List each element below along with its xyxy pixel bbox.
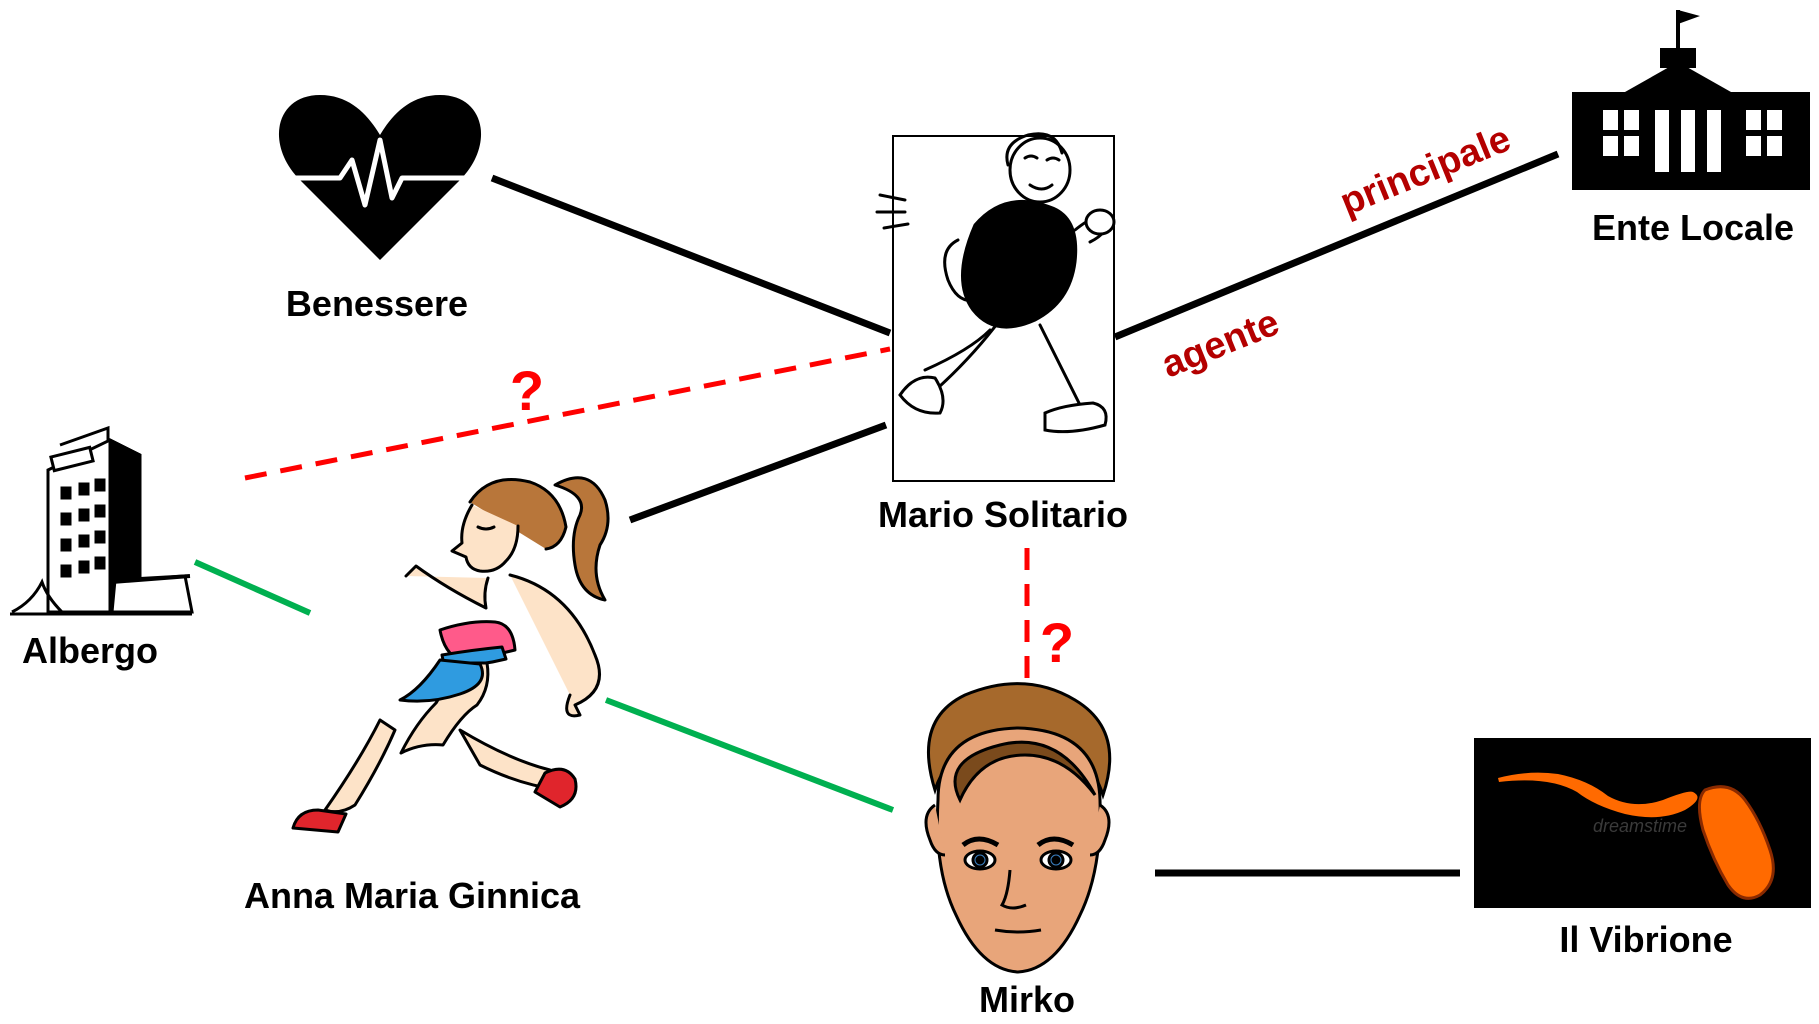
pulse-line	[293, 137, 468, 208]
runner-man-icon	[875, 132, 1116, 434]
label-ente-locale: Ente Locale	[1592, 207, 1794, 248]
bacterium-icon	[1498, 772, 1775, 900]
watermark-text: dreamstime	[1593, 816, 1687, 836]
label-mario: Mario Solitario	[878, 494, 1128, 535]
label-benessere: Benessere	[286, 283, 468, 324]
question-mark-mario-mirko: ?	[1040, 611, 1074, 674]
label-albergo: Albergo	[22, 630, 158, 671]
label-mirko: Mirko	[979, 979, 1075, 1020]
label-vibrione: Il Vibrione	[1559, 919, 1732, 960]
edge-mario-ente-locale	[1113, 150, 1560, 341]
edge-benessere-mario	[490, 174, 892, 337]
government-building-icon	[1572, 10, 1810, 190]
node-vibrione: dreamstime Il Vibrione	[1474, 738, 1811, 960]
label-anna: Anna Maria Ginnica	[244, 875, 581, 916]
edge-anna-mario	[628, 421, 888, 524]
node-ente-locale: Ente Locale	[1572, 10, 1810, 248]
edge-anna-mirko	[604, 697, 895, 813]
node-benessere: Benessere	[278, 95, 482, 324]
hotel-icon	[10, 425, 194, 616]
node-mario: Mario Solitario	[875, 132, 1128, 535]
node-albergo: Albergo	[10, 425, 194, 671]
edges	[193, 150, 1560, 877]
runner-woman-icon	[291, 476, 610, 834]
face-icon	[924, 682, 1112, 974]
node-mirko: Mirko	[924, 682, 1112, 1020]
edge-albergo-anna	[193, 559, 312, 616]
node-anna: Anna Maria Ginnica	[244, 476, 610, 916]
edge-albergo-mario-uncertain	[244, 346, 891, 481]
heart-pulse-icon	[278, 95, 482, 260]
question-mark-albergo-mario: ?	[510, 359, 544, 422]
